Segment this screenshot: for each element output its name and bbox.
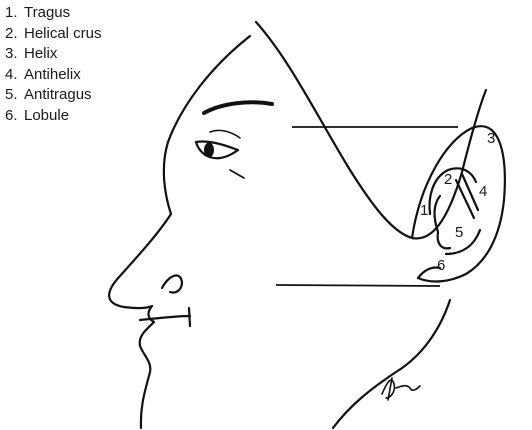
- lips-line: [140, 308, 190, 326]
- ear-label-tragus: 1: [420, 202, 428, 219]
- eyebrow: [204, 102, 272, 113]
- nostril: [162, 275, 182, 292]
- eye-upper-lid: [196, 141, 238, 150]
- face-profile-outline: [109, 36, 250, 428]
- ear-tragus: [435, 196, 451, 248]
- ear-label-lobule: 6: [437, 257, 445, 274]
- eye-lash-mark: [230, 170, 244, 178]
- ear-label-helical-crus: 2: [444, 171, 452, 188]
- eye-crease: [210, 130, 240, 138]
- hairline-curve: [256, 22, 486, 238]
- ear-label-antihelix: 4: [479, 183, 487, 200]
- ear-label-antitragus: 5: [455, 224, 463, 241]
- lower-reference-line: [276, 285, 440, 286]
- eye-pupil: [204, 143, 214, 158]
- jaw-line: [333, 300, 450, 428]
- ear-label-helix: 3: [487, 130, 495, 147]
- artist-signature: [382, 378, 420, 400]
